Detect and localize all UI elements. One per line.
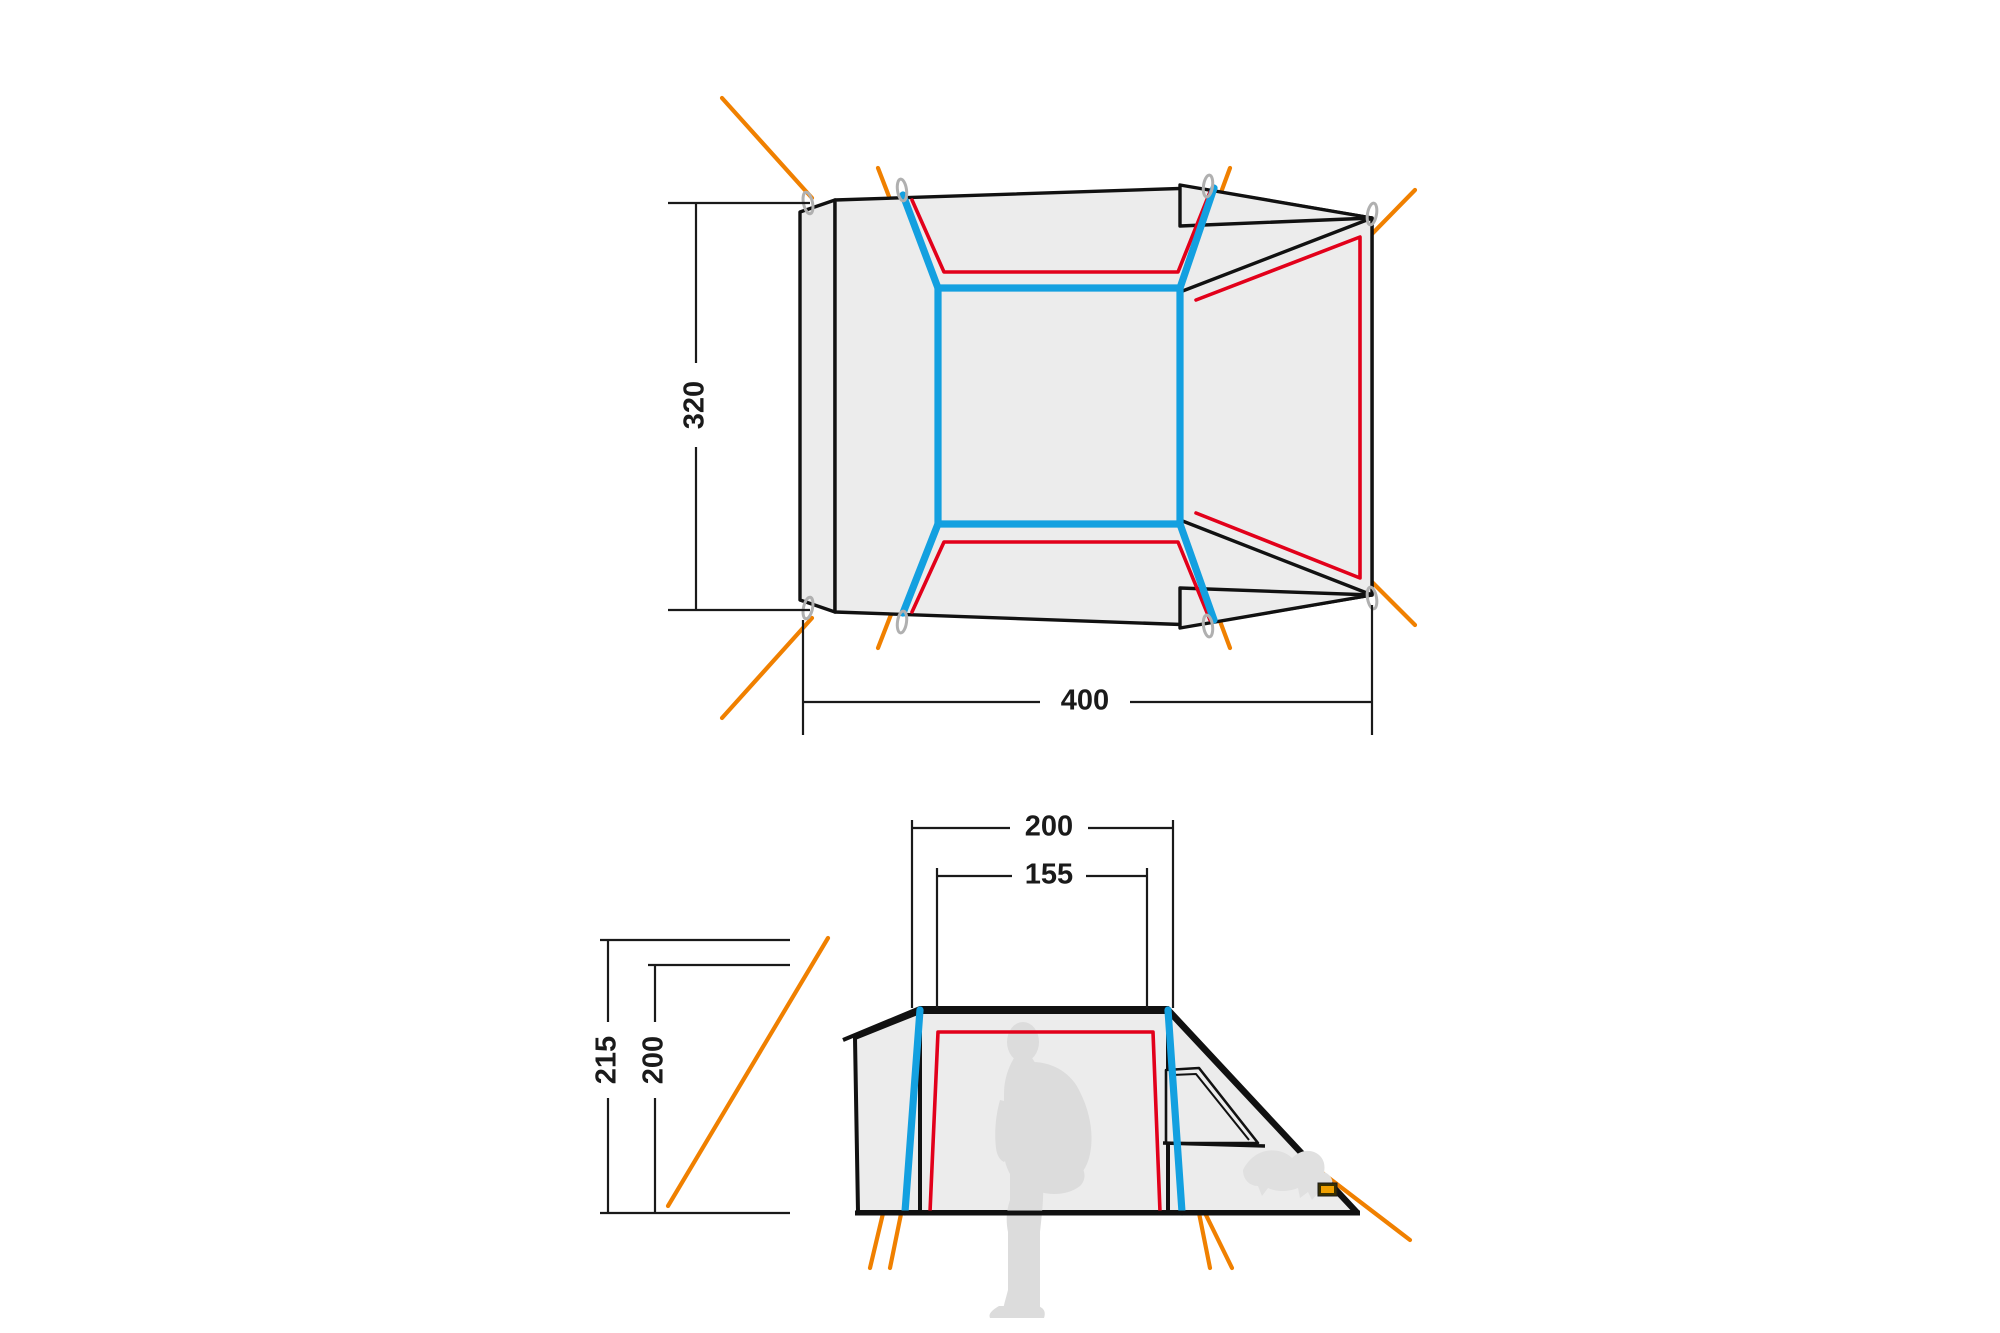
- seam-vestibule-door: [1194, 235, 1362, 580]
- dimension-320-label: 320: [679, 381, 711, 429]
- dimension-155-label: 155: [1025, 859, 1073, 891]
- dimension-400-label: 400: [1061, 685, 1109, 717]
- dimension-200-width-label: 200: [1025, 811, 1073, 843]
- tatonka-label: [1317, 1182, 1338, 1197]
- dimension-215-height: [600, 938, 790, 1215]
- dimension-320: [668, 201, 810, 612]
- side-guyline-far-left: [665, 935, 831, 1209]
- dimension-200-height: [648, 963, 790, 1213]
- dimension-400: [801, 605, 1374, 735]
- top-view-group: 320 400: [668, 95, 1418, 735]
- top-seam-lines-red: [910, 190, 1362, 622]
- top-vestibule-lower: [1178, 586, 1374, 630]
- side-pole-right: [1164, 1006, 1186, 1216]
- seam-bottom: [910, 540, 1212, 622]
- dimension-200-width: [910, 820, 1175, 1008]
- side-window: [1164, 1066, 1260, 1145]
- side-pole-frame-blue: [901, 1006, 1186, 1216]
- top-vestibule-upper: [1178, 183, 1374, 228]
- side-seam-door-frame: [928, 1030, 1162, 1214]
- dimension-215-label: 215: [591, 1036, 623, 1084]
- side-seam-lines-red: [928, 1030, 1162, 1214]
- guyline-top-left: [719, 95, 815, 201]
- pole-right-arc: [899, 520, 1218, 624]
- top-pole-frame-blue: [899, 184, 1218, 624]
- bison-logo: [1243, 1150, 1333, 1200]
- side-view-group: 200 155 215 200: [591, 811, 1413, 1318]
- side-window-inner: [1171, 1073, 1250, 1141]
- dimension-200-height-label: 200: [638, 1036, 670, 1084]
- top-left-back-panel: [798, 198, 837, 614]
- side-pole-left: [901, 1006, 924, 1216]
- seam-top: [910, 190, 1212, 274]
- side-ridge-line: [842, 1006, 1360, 1214]
- person-silhouette: [989, 1022, 1092, 1318]
- dimension-155-width: [935, 868, 1149, 1008]
- guyline-bottom-left: [719, 615, 815, 721]
- pole-left-arc: [899, 184, 1218, 292]
